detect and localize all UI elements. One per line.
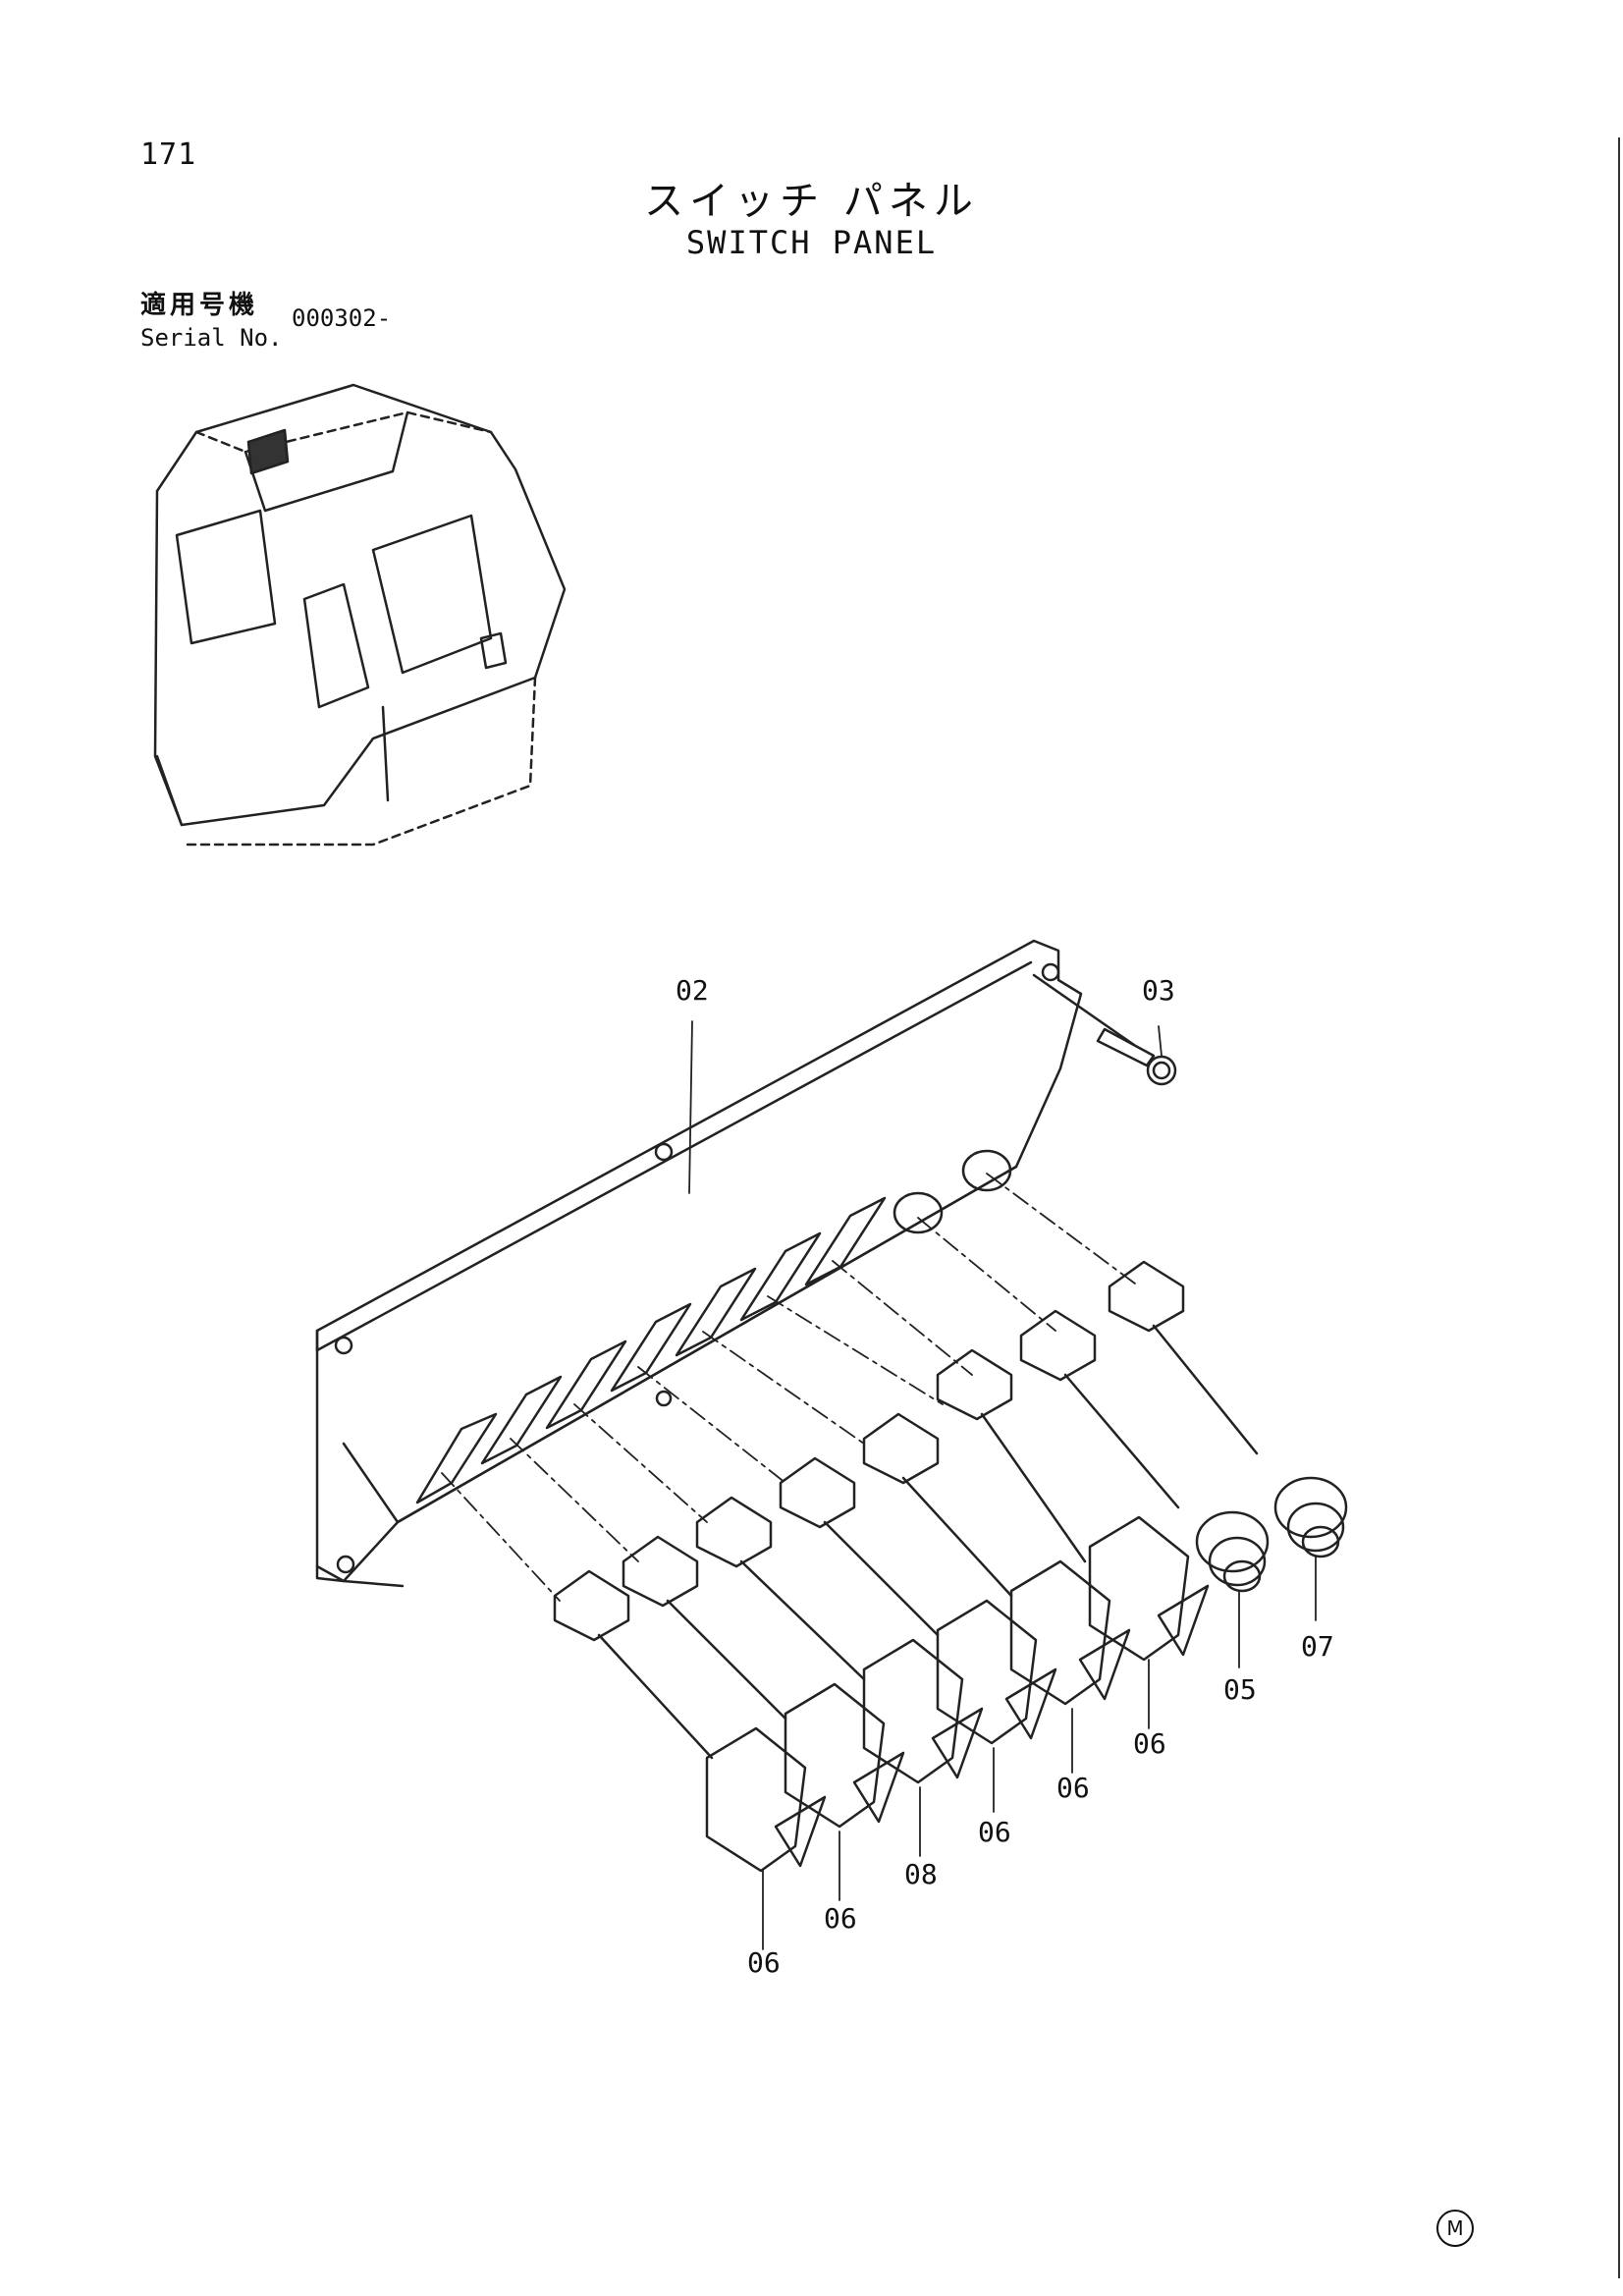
callout-07: 07 xyxy=(1301,1630,1334,1663)
pilot-lamps xyxy=(1195,1476,1348,1593)
bolt-03 xyxy=(1032,973,1177,1086)
cab-location-sketch xyxy=(153,383,567,847)
title-english: SWITCH PANEL xyxy=(685,224,938,261)
title-japanese: スイッチ パネル xyxy=(644,179,979,224)
callout-06: 06 xyxy=(1133,1727,1166,1760)
callout-06: 06 xyxy=(824,1902,857,1935)
callout-03: 03 xyxy=(1142,974,1175,1007)
callout-02: 02 xyxy=(676,974,709,1007)
callout-06: 06 xyxy=(747,1946,781,1979)
serial-label-japanese: 適用号機 xyxy=(140,291,259,320)
switch-panel-body xyxy=(315,939,1083,1588)
serial-value: 000302- xyxy=(292,304,392,332)
callout-06: 06 xyxy=(978,1816,1011,1848)
page-edge-line xyxy=(1618,137,1620,2278)
m-marker: M xyxy=(1436,2210,1474,2247)
connector-wires xyxy=(553,1260,1259,1760)
rocker-switches xyxy=(705,1515,1210,1873)
callout-05: 05 xyxy=(1223,1673,1257,1706)
serial-label-english: Serial No. xyxy=(140,324,283,352)
callout-06: 06 xyxy=(1056,1772,1090,1804)
page-number: 171 xyxy=(140,137,197,172)
callout-08: 08 xyxy=(904,1858,938,1890)
